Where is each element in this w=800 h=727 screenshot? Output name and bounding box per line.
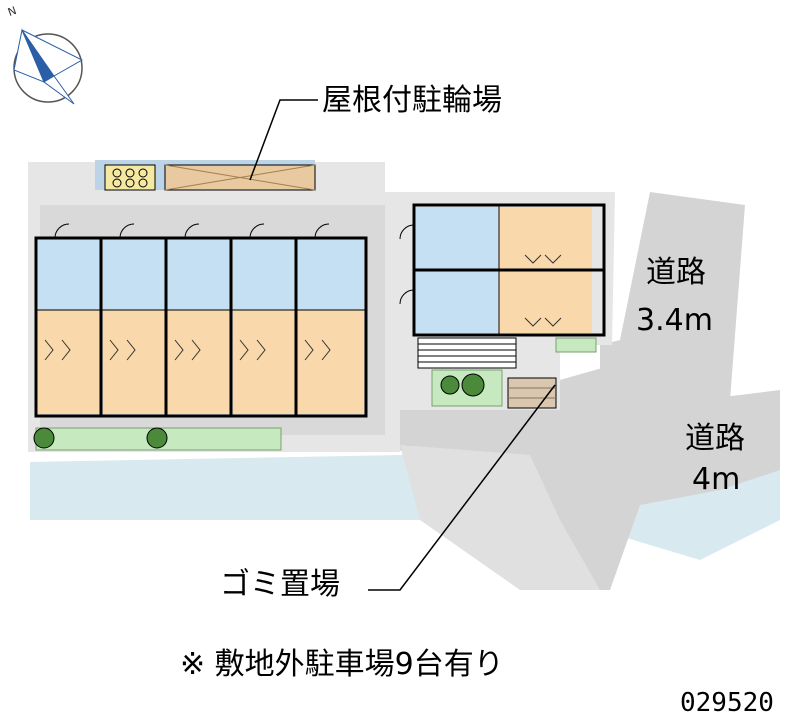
- bike-icon: [125, 178, 135, 188]
- tree-icon: [33, 427, 55, 449]
- tree-icon: [440, 375, 460, 395]
- right-building: [399, 203, 606, 337]
- unit-kitchen: [416, 271, 498, 333]
- stairs: [417, 337, 517, 369]
- unit-kitchen: [168, 240, 230, 310]
- window-mark: [524, 254, 562, 264]
- door-arc: [399, 224, 415, 240]
- door-arc: [399, 289, 415, 305]
- bike-leader-line: [249, 99, 318, 181]
- unit-room: [103, 310, 165, 414]
- bike-icon: [112, 168, 122, 178]
- property-code: 029520: [680, 688, 774, 718]
- compass-needle-icon: [43, 75, 75, 105]
- unit-kitchen: [416, 207, 498, 269]
- garbage-label: ゴミ置場: [220, 567, 340, 602]
- window-mark: [239, 339, 266, 361]
- door-arc: [54, 223, 70, 239]
- unit-room: [38, 310, 100, 414]
- unit-room: [500, 207, 592, 269]
- compass-needle-icon: [21, 29, 84, 77]
- road-3-4m-name: 道路: [646, 255, 706, 290]
- left-building: [34, 223, 368, 418]
- bike-parking-label: 屋根付駐輪場: [322, 83, 502, 118]
- window-mark: [304, 339, 331, 361]
- greenery-bed: [555, 337, 597, 353]
- road-3-4m-width: 3.4m: [636, 303, 713, 338]
- tree-icon: [146, 427, 168, 449]
- unit-room: [233, 310, 295, 414]
- window-mark: [44, 339, 71, 361]
- window-mark: [174, 339, 201, 361]
- left-building-outline: [34, 236, 368, 418]
- compass-needle-icon: [13, 28, 45, 83]
- window-mark: [109, 339, 136, 361]
- stairs-outline: [417, 337, 517, 369]
- tree-icon: [461, 373, 485, 397]
- unit-room: [500, 271, 592, 333]
- bike-icon: [125, 168, 135, 178]
- unit-kitchen: [233, 240, 295, 310]
- bike-icon: [112, 178, 122, 188]
- parking-note: ※ 敷地外駐車場9台有り: [180, 647, 504, 682]
- river: [30, 452, 430, 520]
- door-arc: [184, 223, 200, 239]
- unit-kitchen: [103, 240, 165, 310]
- window-mark: [524, 317, 562, 327]
- unit-kitchen: [298, 240, 364, 310]
- unit-room: [298, 310, 364, 414]
- road-4m-width: 4m: [692, 462, 741, 497]
- door-arc: [119, 223, 135, 239]
- north-compass: [13, 28, 84, 105]
- roof-cross: [164, 164, 316, 191]
- door-arc: [314, 223, 330, 239]
- door-arc: [249, 223, 265, 239]
- unit-room: [168, 310, 230, 414]
- unit-kitchen: [38, 240, 100, 310]
- garbage-area: [507, 377, 557, 409]
- road-bottom: [400, 445, 600, 590]
- bike-icon: [138, 178, 148, 188]
- bike-icon: [138, 168, 148, 178]
- compass-needle-icon: [22, 30, 54, 82]
- road-4m-name: 道路: [685, 421, 745, 456]
- garbage-leader-line: [368, 384, 556, 591]
